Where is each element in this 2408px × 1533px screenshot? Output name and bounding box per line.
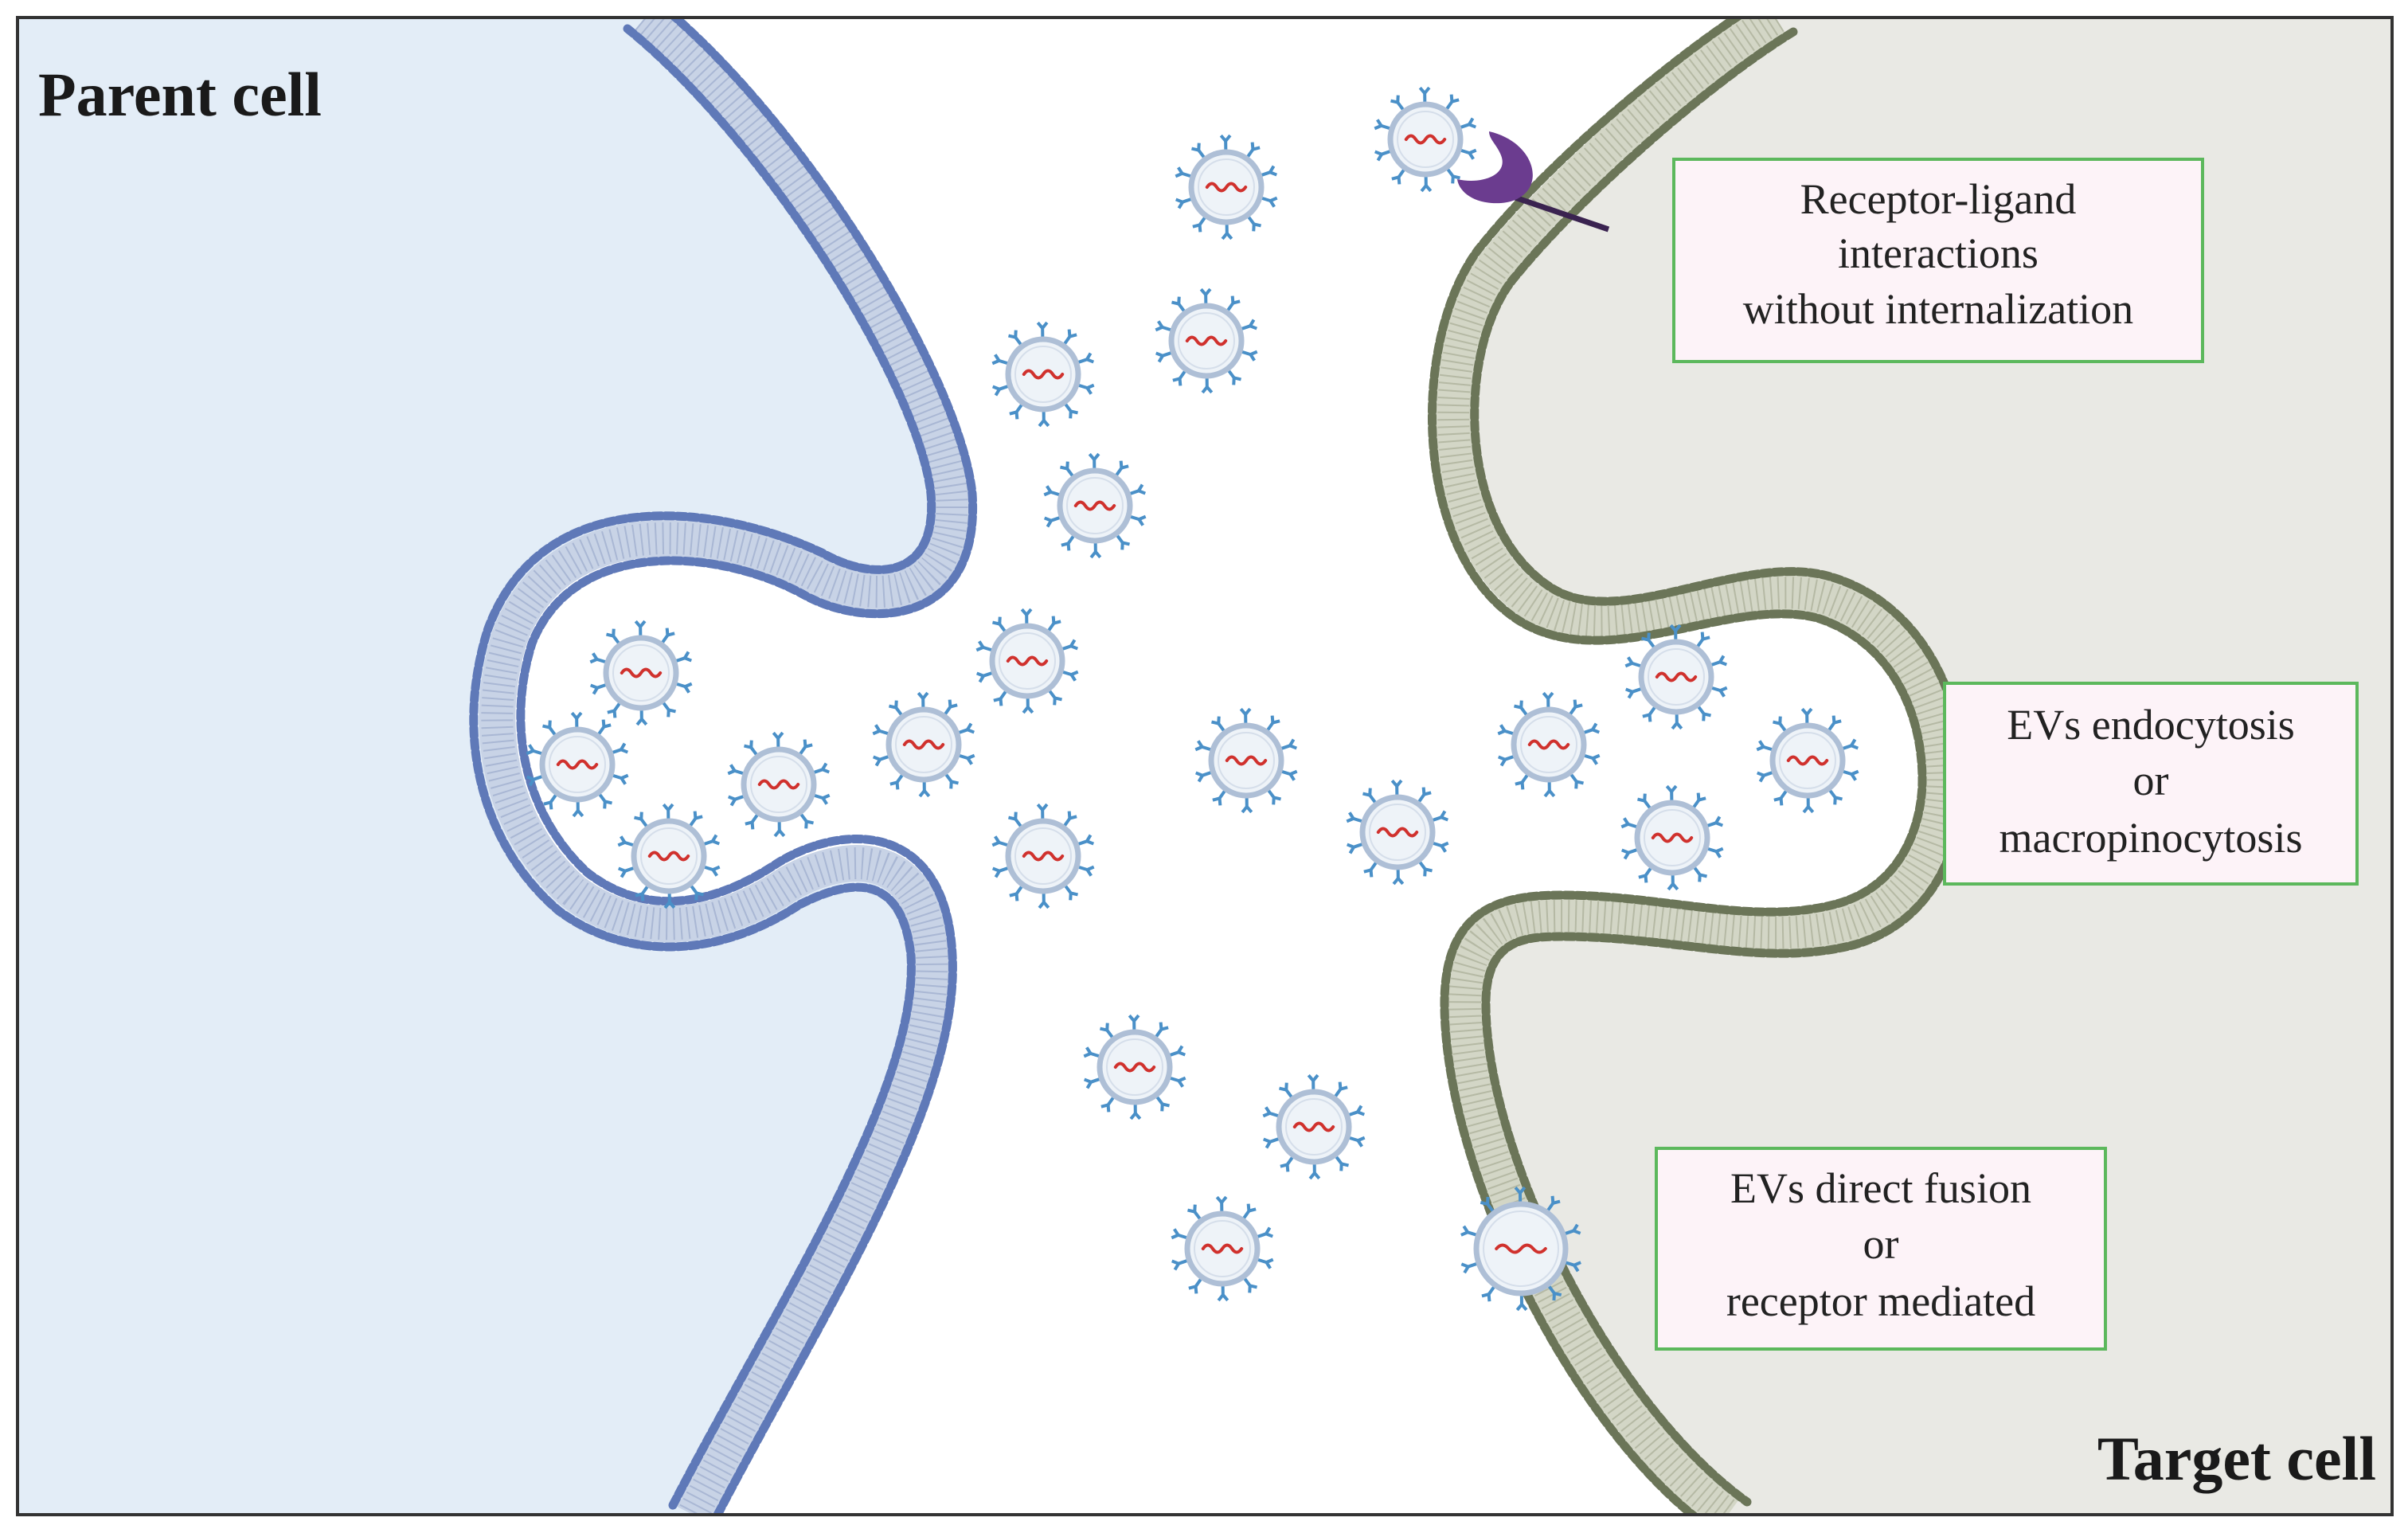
receptor-icon xyxy=(1457,131,1610,233)
vesicle-icon xyxy=(1624,624,1728,730)
box-line: macropinocytosis xyxy=(2000,814,2303,862)
vesicle-icon xyxy=(727,731,831,838)
box-line: without internalization xyxy=(1743,285,2133,333)
vesicle-icon xyxy=(872,691,975,798)
target-cell-label: Target cell xyxy=(2097,1424,2376,1493)
parent-cell-label: Parent cell xyxy=(38,60,322,129)
vesicle-icon xyxy=(1374,86,1477,193)
box-line: EVs endocytosis xyxy=(2007,701,2294,749)
vesicle-icon xyxy=(991,803,1095,909)
box-line: receptor mediated xyxy=(1726,1277,2035,1325)
vesicle-icon xyxy=(1620,784,1724,891)
parent-membrane-outer-heads xyxy=(516,18,978,1515)
box-line: or xyxy=(1863,1220,1899,1268)
vesicle-icon xyxy=(975,608,1079,714)
direct-fusion-box: EVs direct fusion or receptor mediated xyxy=(1655,1147,2107,1351)
receptor-ligand-box: Receptor-ligand interactions without int… xyxy=(1672,158,2204,363)
vesicle-icon xyxy=(991,321,1095,428)
vesicle-icon xyxy=(1155,287,1258,394)
box-line: interactions xyxy=(1838,229,2039,277)
vesicle-icon xyxy=(1756,707,1859,814)
vesicle-icon xyxy=(1083,1014,1186,1120)
target-membrane-tails xyxy=(1435,18,1962,1515)
vesicle-icon xyxy=(1497,691,1601,798)
parent-membrane-inner-heads xyxy=(469,24,936,1511)
vesicle-icon xyxy=(1460,1186,1581,1312)
vesicle-icon xyxy=(1171,1195,1274,1302)
vesicle-icon xyxy=(1346,779,1449,886)
box-line: Receptor-ligand xyxy=(1800,175,2077,223)
endocytosis-box: EVs endocytosis or macropinocytosis xyxy=(1943,682,2359,886)
box-line: or xyxy=(2133,757,2169,804)
vesicle-icon xyxy=(617,803,721,909)
vesicle-icon xyxy=(526,711,629,818)
vesicle-icon xyxy=(1262,1073,1366,1180)
extracellular-vesicles xyxy=(526,86,1859,1312)
target-cell-region xyxy=(1453,18,2392,1515)
box-line: EVs direct fusion xyxy=(1730,1164,2031,1212)
vesicle-icon xyxy=(589,620,693,726)
vesicle-icon xyxy=(1175,134,1278,241)
frame-border xyxy=(16,16,2394,1516)
target-membrane-outer-heads xyxy=(1428,18,1927,1515)
vesicle-icon xyxy=(1194,707,1298,814)
vesicle-icon xyxy=(1043,452,1147,559)
parent-membrane-tail-lines xyxy=(481,18,968,1515)
